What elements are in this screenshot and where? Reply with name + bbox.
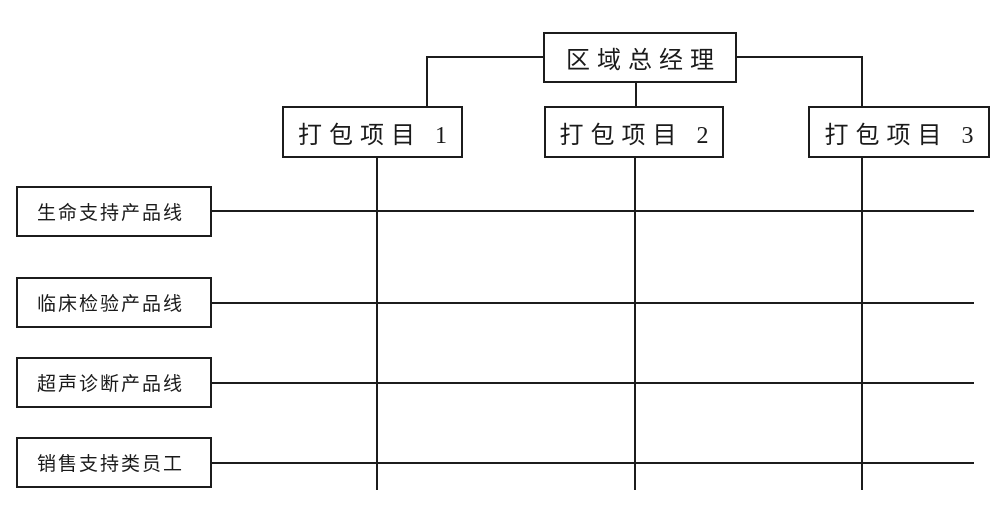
product-line-3-rail [212,382,974,384]
connector-root-to-project1-vertical [426,56,428,106]
project1-drop-line [376,158,378,490]
project2-drop-line [634,158,636,490]
project-2-label: 打包项目 2 [559,122,716,149]
product-line-box-ultrasound-diagnosis: 超声诊断产品线 [16,357,212,408]
project-box-1: 打包项目 1 [282,106,463,158]
product-line-box-sales-support-staff: 销售支持类员工 [16,437,212,488]
product-line-2-rail [212,302,974,304]
product-line-1-rail [212,210,974,212]
project3-drop-line [861,158,863,490]
project-3-label: 打包项目 3 [824,122,981,149]
project-box-3: 打包项目 3 [808,106,990,158]
product-line-2-label: 临床检验产品线 [37,294,185,315]
connector-root-to-project1-horizontal [427,56,543,58]
connector-root-to-project3-vertical [861,56,863,106]
product-line-box-clinical-testing: 临床检验产品线 [16,277,212,328]
project-1-label: 打包项目 1 [298,122,454,149]
product-line-box-life-support: 生命支持产品线 [16,186,212,237]
connector-root-to-project3-horizontal [737,56,862,58]
regional-general-manager-box: 区域总经理 [543,32,737,83]
product-line-3-label: 超声诊断产品线 [37,374,185,395]
connector-root-to-project2-vertical [635,83,637,107]
regional-general-manager-label: 区域总经理 [566,48,721,74]
product-line-4-label: 销售支持类员工 [37,454,185,475]
product-line-1-label: 生命支持产品线 [37,203,185,224]
project-box-2: 打包项目 2 [544,106,724,158]
product-line-4-rail [212,462,974,464]
